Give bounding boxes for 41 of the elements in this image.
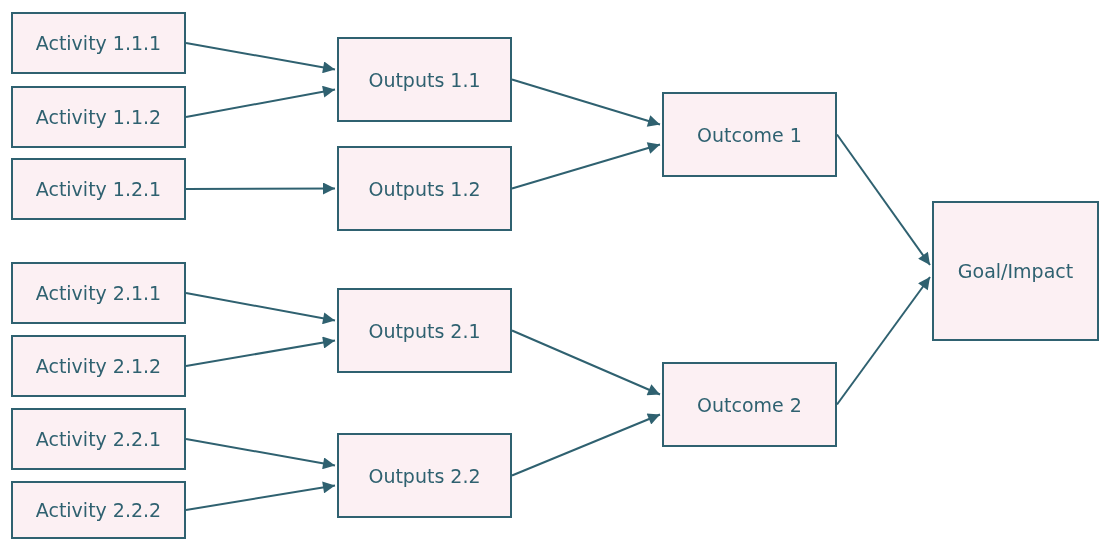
process-box xyxy=(337,433,512,518)
box-label: Outputs 2.2 xyxy=(368,464,481,487)
process-box xyxy=(11,481,186,539)
box-label: Activity 2.2.2 xyxy=(35,499,162,521)
box-label: Outputs 1.2 xyxy=(368,177,481,200)
process-box xyxy=(11,86,186,148)
process-box xyxy=(337,37,512,122)
process-box xyxy=(662,92,837,177)
process-box xyxy=(11,12,186,74)
process-box xyxy=(11,335,186,397)
arrow xyxy=(185,85,336,118)
box-label: Outputs 2.1 xyxy=(368,319,481,342)
arrow xyxy=(836,276,931,406)
process-box xyxy=(337,288,512,373)
process-box xyxy=(11,158,186,220)
arrow xyxy=(836,133,931,266)
arrow xyxy=(185,481,336,511)
arrow xyxy=(185,336,336,367)
box-label: Activity 1.1.2 xyxy=(35,106,162,128)
arrow xyxy=(511,329,661,396)
box-label: Activity 2.2.1 xyxy=(35,428,162,450)
arrow xyxy=(511,78,661,127)
box-label: Outcome 1 xyxy=(697,123,802,146)
arrow xyxy=(185,42,336,74)
box-label: Goal/Impact xyxy=(957,260,1074,282)
process-box xyxy=(932,201,1099,341)
box-label: Outputs 1.1 xyxy=(368,68,481,91)
process-box xyxy=(337,146,512,231)
box-label: Activity 2.1.2 xyxy=(35,355,162,377)
process-box xyxy=(11,262,186,324)
arrow xyxy=(511,413,661,477)
arrow xyxy=(185,292,336,325)
arrow xyxy=(185,182,336,195)
box-label: Outcome 2 xyxy=(697,393,802,416)
arrow xyxy=(185,438,336,470)
box-label: Activity 1.2.1 xyxy=(35,178,162,200)
box-label: Activity 2.1.1 xyxy=(35,282,162,304)
process-box xyxy=(11,408,186,470)
box-label: Activity 1.1.1 xyxy=(35,32,162,54)
process-box xyxy=(662,362,837,447)
arrow xyxy=(511,142,661,190)
